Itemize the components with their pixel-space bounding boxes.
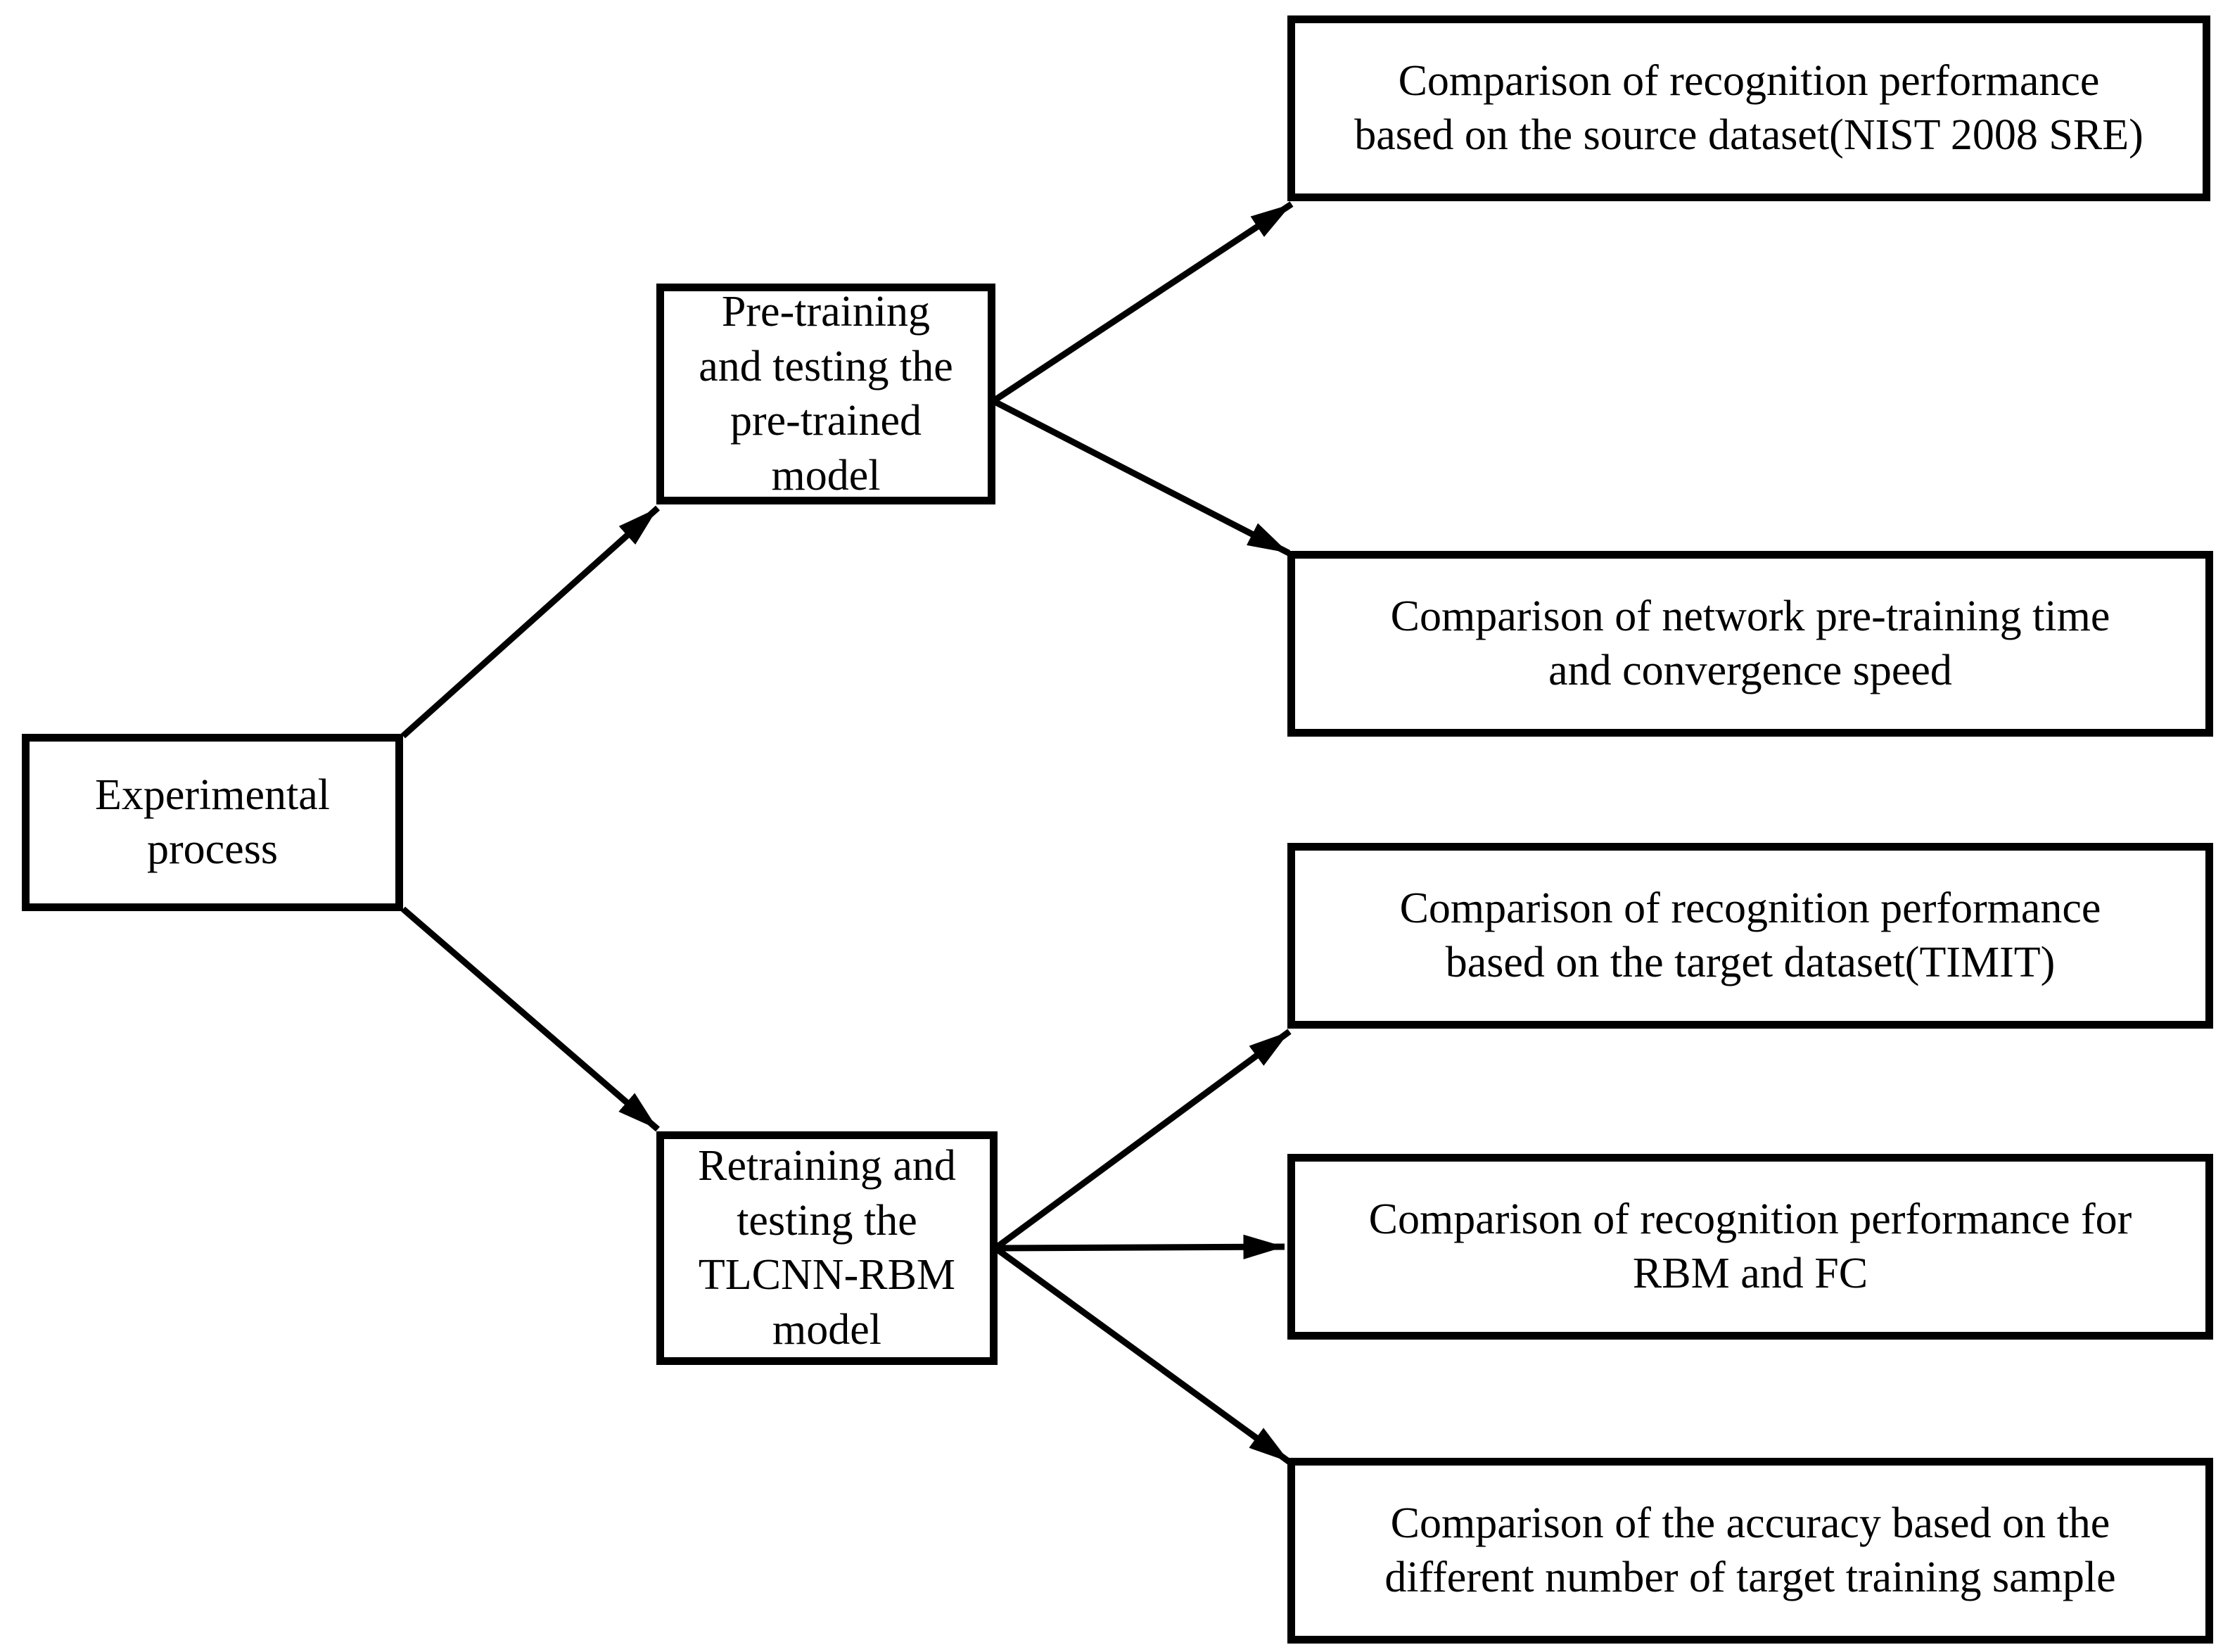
training-sample-comparison-label: Comparison of the accuracy based on the … bbox=[1384, 1499, 2116, 1602]
retraining-node: Retraining and testing the TLCNN-RBM mod… bbox=[656, 1131, 998, 1365]
pretraining-label: Pre-training and testing the pre-trained… bbox=[699, 288, 953, 500]
connector-retrain-to-training-sample bbox=[993, 1245, 1292, 1465]
retraining-label: Retraining and testing the TLCNN-RBM mod… bbox=[698, 1142, 956, 1354]
pretraining-time-comparison-node: Comparison of network pre-training time … bbox=[1287, 551, 2213, 737]
training-sample-comparison-node: Comparison of the accuracy based on the … bbox=[1287, 1458, 2213, 1644]
connector-retrain-to-target-dataset bbox=[993, 1029, 1292, 1251]
rbm-fc-comparison-node: Comparison of recognition performance fo… bbox=[1287, 1154, 2213, 1340]
pretraining-node: Pre-training and testing the pre-trained… bbox=[656, 284, 995, 504]
connector-retrain-to-rbm-fc bbox=[995, 1234, 1285, 1259]
target-dataset-comparison-label: Comparison of recognition performance ba… bbox=[1399, 884, 2101, 987]
source-dataset-comparison-label: Comparison of recognition performance ba… bbox=[1354, 56, 2144, 160]
connector-pretrain-to-source-dataset bbox=[991, 201, 1294, 404]
connector-root-to-pretrain bbox=[400, 505, 661, 739]
source-dataset-comparison-node: Comparison of recognition performance ba… bbox=[1287, 15, 2210, 201]
experimental-process-node: Experimental process bbox=[22, 734, 403, 911]
target-dataset-comparison-node: Comparison of recognition performance ba… bbox=[1287, 843, 2213, 1029]
connector-pretrain-to-pretraining-time bbox=[991, 398, 1291, 557]
pretraining-time-comparison-label: Comparison of network pre-training time … bbox=[1390, 592, 2110, 695]
connector-root-to-retrain bbox=[401, 906, 660, 1132]
rbm-fc-comparison-label: Comparison of recognition performance fo… bbox=[1368, 1195, 2132, 1298]
experimental-process-label: Experimental process bbox=[95, 770, 330, 874]
